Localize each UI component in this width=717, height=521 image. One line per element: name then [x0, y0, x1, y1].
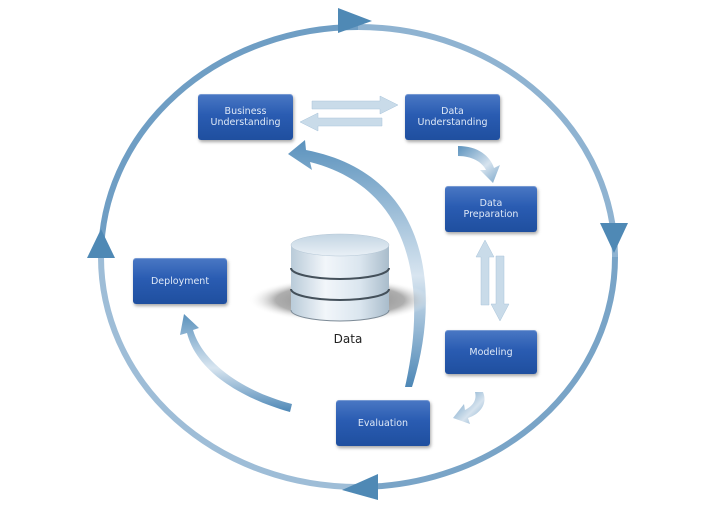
arrow-evaluation-to-business	[288, 140, 426, 387]
cycle-arrowhead-top	[338, 8, 372, 33]
database-bottom-edge	[290, 309, 390, 322]
database-body	[291, 245, 389, 321]
arrows-dataprep-modeling	[475, 239, 510, 322]
cycle-arc-top-left	[98, 24, 359, 258]
arrow-right-icon	[311, 95, 399, 115]
arrow-dataund-to-dataprep	[458, 146, 500, 183]
data-label: Data	[333, 332, 363, 346]
database-ring-1	[290, 267, 390, 280]
cycle-arc-bottom-right	[357, 256, 618, 490]
cycle-arc-top-right	[357, 24, 618, 258]
arrow-down-icon	[490, 255, 510, 322]
arrow-evaluation-to-deployment	[180, 314, 292, 412]
cycle-arc-bottom-left	[98, 256, 359, 490]
arrows-business-dataund	[299, 95, 399, 132]
cycle-arrowhead-left	[87, 229, 115, 258]
outer-cycle	[87, 8, 628, 500]
phase-data-understanding[interactable]: Data Understanding	[405, 94, 500, 140]
phase-evaluation[interactable]: Evaluation	[336, 400, 430, 446]
phase-business-understanding[interactable]: Business Understanding	[198, 94, 293, 140]
database-icon	[248, 233, 432, 322]
phase-modeling[interactable]: Modeling	[445, 330, 537, 374]
phase-data-preparation[interactable]: Data Preparation	[445, 186, 537, 232]
database-top	[290, 233, 390, 257]
cycle-arrowhead-bottom	[342, 474, 378, 500]
arrow-left-icon	[299, 112, 383, 132]
cycle-arrowhead-right	[600, 223, 628, 253]
database-ring-2	[290, 288, 390, 301]
arrow-modeling-to-evaluation	[453, 392, 485, 424]
arrow-up-icon	[475, 239, 495, 306]
phase-deployment[interactable]: Deployment	[133, 258, 227, 304]
